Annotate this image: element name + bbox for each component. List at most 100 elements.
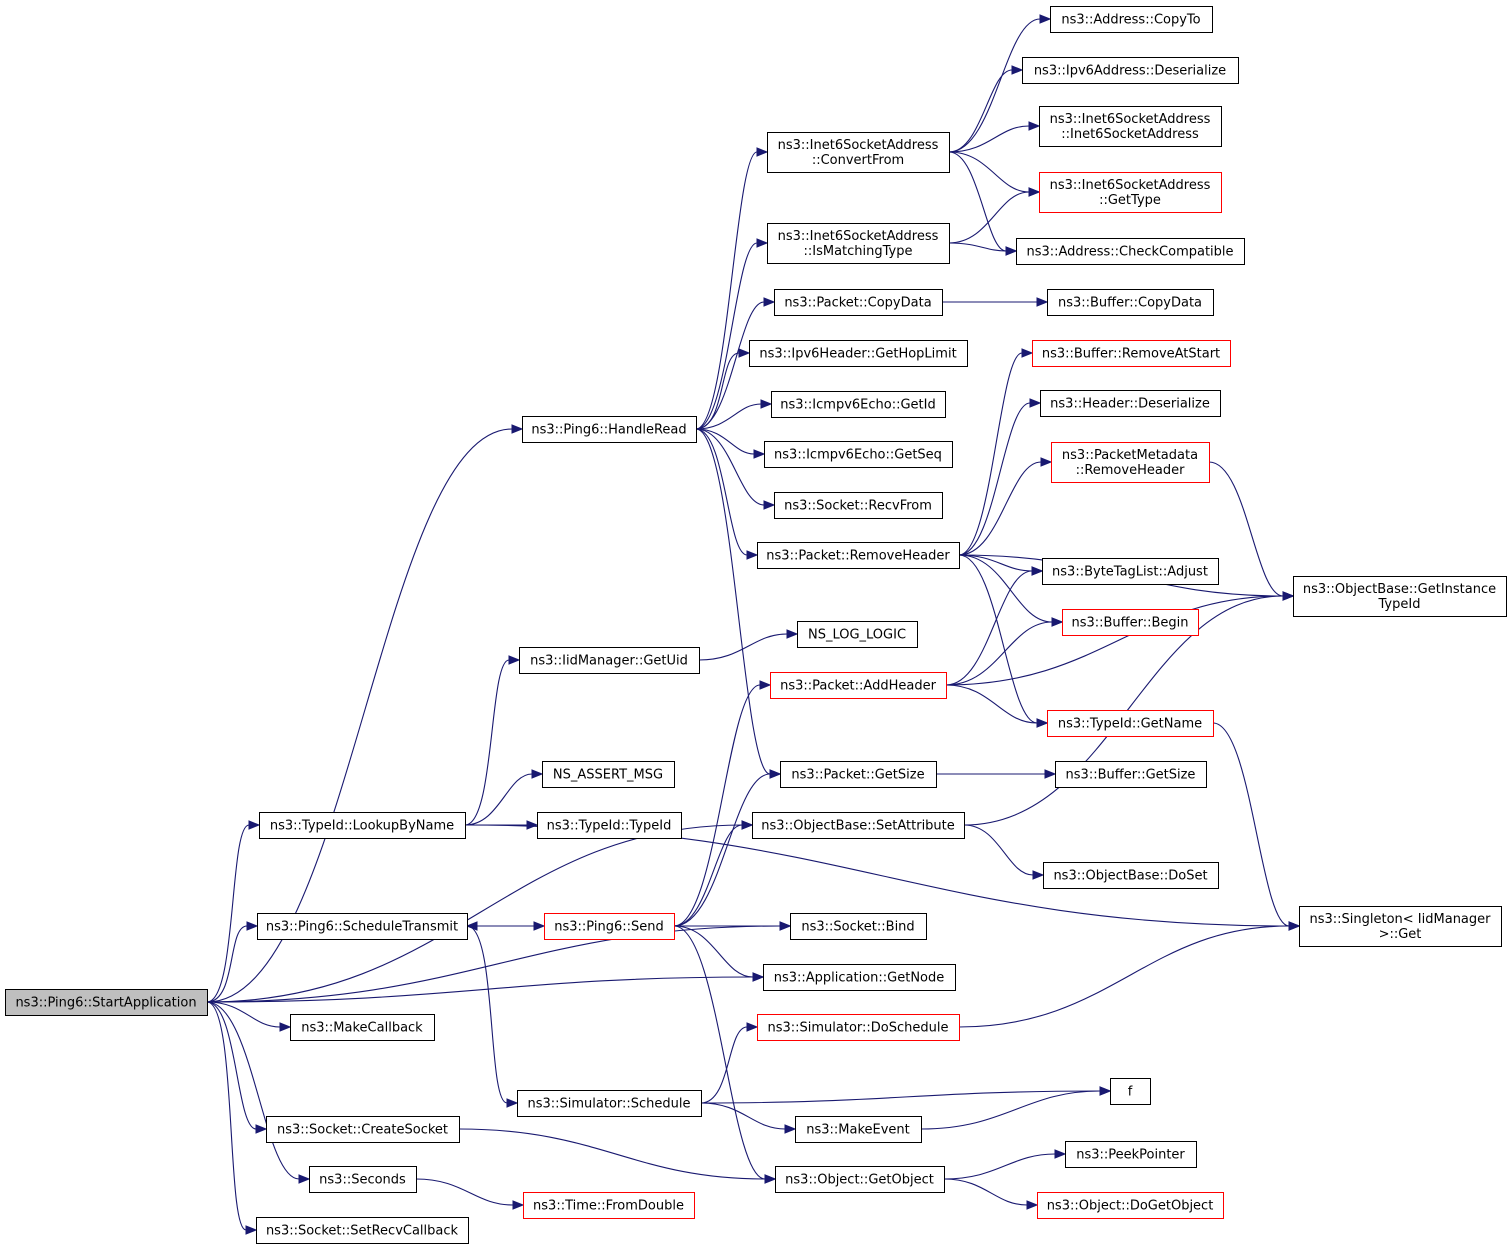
node-box[interactable] <box>797 621 918 648</box>
node-hdr_deser[interactable]: ns3::Header::Deserialize <box>1040 390 1221 417</box>
node-box[interactable] <box>763 964 956 991</box>
node-box[interactable] <box>542 761 675 788</box>
node-setrecvcallback[interactable]: ns3::Socket::SetRecvCallback <box>256 1217 469 1244</box>
node-scheduletransmit[interactable]: ns3::Ping6::ScheduleTransmit <box>257 913 468 940</box>
node-convertfrom[interactable]: ns3::Inet6SocketAddress::ConvertFrom <box>767 132 950 173</box>
node-singleton_get[interactable]: ns3::Singleton< IidManager >::Get <box>1299 906 1502 947</box>
node-box[interactable] <box>1062 609 1199 636</box>
node-box[interactable] <box>749 340 968 367</box>
node-buf_getsize[interactable]: ns3::Buffer::GetSize <box>1055 761 1207 788</box>
node-app_getnode[interactable]: ns3::Application::GetNode <box>763 964 956 991</box>
node-box[interactable] <box>1016 238 1245 265</box>
node-start[interactable]: ns3::Ping6::StartApplication <box>5 989 208 1016</box>
node-box[interactable] <box>1055 761 1207 788</box>
node-box[interactable] <box>780 761 937 788</box>
node-box[interactable] <box>519 647 700 674</box>
node-box[interactable] <box>1050 6 1213 33</box>
node-removeheader[interactable]: ns3::Packet::RemoveHeader <box>757 542 960 569</box>
node-setattribute[interactable]: ns3::ObjectBase::SetAttribute <box>752 812 965 839</box>
node-box[interactable] <box>537 812 682 839</box>
node-box[interactable] <box>1039 172 1222 213</box>
node-sock_bind[interactable]: ns3::Socket::Bind <box>790 913 927 940</box>
node-box[interactable] <box>1042 558 1219 585</box>
node-box[interactable] <box>774 492 943 519</box>
node-box[interactable] <box>1040 390 1221 417</box>
node-box[interactable] <box>1047 710 1214 737</box>
node-nslog[interactable]: NS_LOG_LOGIC <box>797 621 918 648</box>
node-box[interactable] <box>775 1166 945 1193</box>
node-checkcompat[interactable]: ns3::Address::CheckCompatible <box>1016 238 1245 265</box>
node-hoplimit[interactable]: ns3::Ipv6Header::GetHopLimit <box>749 340 968 367</box>
node-recvfrom[interactable]: ns3::Socket::RecvFrom <box>774 492 943 519</box>
node-makecallback[interactable]: ns3::MakeCallback <box>290 1014 435 1041</box>
node-box[interactable] <box>544 913 675 940</box>
node-box[interactable] <box>1037 1192 1224 1219</box>
node-box[interactable] <box>1065 1141 1197 1168</box>
node-btl_adjust[interactable]: ns3::ByteTagList::Adjust <box>1042 558 1219 585</box>
node-inet6_gettype[interactable]: ns3::Inet6SocketAddress::GetType <box>1039 172 1222 213</box>
node-box[interactable] <box>1293 576 1507 617</box>
node-seconds[interactable]: ns3::Seconds <box>309 1166 417 1193</box>
node-box[interactable] <box>523 1192 695 1219</box>
node-getobject[interactable]: ns3::Object::GetObject <box>775 1166 945 1193</box>
node-ipv6_deser[interactable]: ns3::Ipv6Address::Deserialize <box>1022 57 1239 84</box>
node-pkt_getsize[interactable]: ns3::Packet::GetSize <box>780 761 937 788</box>
node-iid_getuid[interactable]: ns3::IidManager::GetUid <box>519 647 700 674</box>
node-pkt_copydata[interactable]: ns3::Packet::CopyData <box>774 289 943 316</box>
node-doset[interactable]: ns3::ObjectBase::DoSet <box>1043 862 1219 889</box>
node-box[interactable] <box>767 132 950 173</box>
node-getseq[interactable]: ns3::Icmpv6Echo::GetSeq <box>764 441 953 468</box>
node-box[interactable] <box>1110 1078 1151 1105</box>
node-box[interactable] <box>309 1166 417 1193</box>
node-box[interactable] <box>5 989 208 1016</box>
node-getid[interactable]: ns3::Icmpv6Echo::GetId <box>771 391 946 418</box>
node-box[interactable] <box>795 1116 922 1143</box>
node-f[interactable]: f <box>1110 1078 1151 1105</box>
node-typeid_ctor[interactable]: ns3::TypeId::TypeId <box>537 812 682 839</box>
node-doschedule[interactable]: ns3::Simulator::DoSchedule <box>757 1014 960 1041</box>
node-box[interactable] <box>790 913 927 940</box>
node-box[interactable] <box>1022 57 1239 84</box>
node-box[interactable] <box>256 1217 469 1244</box>
node-box[interactable] <box>1047 289 1214 316</box>
node-send[interactable]: ns3::Ping6::Send <box>544 913 675 940</box>
node-buf_begin[interactable]: ns3::Buffer::Begin <box>1062 609 1199 636</box>
node-makeevent[interactable]: ns3::MakeEvent <box>795 1116 922 1143</box>
node-box[interactable] <box>771 391 946 418</box>
node-box[interactable] <box>257 913 468 940</box>
node-box[interactable] <box>1039 106 1222 147</box>
node-buf_removeatstart[interactable]: ns3::Buffer::RemoveAtStart <box>1032 340 1231 367</box>
node-handleread[interactable]: ns3::Ping6::HandleRead <box>522 416 697 443</box>
node-box[interactable] <box>1299 906 1502 947</box>
node-schedule[interactable]: ns3::Simulator::Schedule <box>517 1090 702 1117</box>
node-inet6_ctor[interactable]: ns3::Inet6SocketAddress::Inet6SocketAddr… <box>1039 106 1222 147</box>
node-peekpointer[interactable]: ns3::PeekPointer <box>1065 1141 1197 1168</box>
node-box[interactable] <box>757 542 960 569</box>
node-box[interactable] <box>752 812 965 839</box>
node-addr_copyto[interactable]: ns3::Address::CopyTo <box>1050 6 1213 33</box>
node-dogetobject[interactable]: ns3::Object::DoGetObject <box>1037 1192 1224 1219</box>
node-box[interactable] <box>1051 442 1210 483</box>
node-box[interactable] <box>259 812 466 839</box>
node-createsocket[interactable]: ns3::Socket::CreateSocket <box>266 1116 460 1143</box>
node-box[interactable] <box>770 672 947 699</box>
node-box[interactable] <box>522 416 697 443</box>
node-box[interactable] <box>517 1090 702 1117</box>
node-box[interactable] <box>774 289 943 316</box>
node-box[interactable] <box>757 1014 960 1041</box>
node-lookupbyname[interactable]: ns3::TypeId::LookupByName <box>259 812 466 839</box>
node-box[interactable] <box>290 1014 435 1041</box>
node-box[interactable] <box>764 441 953 468</box>
node-box[interactable] <box>767 223 950 264</box>
node-addheader[interactable]: ns3::Packet::AddHeader <box>770 672 947 699</box>
node-nsassert[interactable]: NS_ASSERT_MSG <box>542 761 675 788</box>
node-pm_removeheader[interactable]: ns3::PacketMetadata::RemoveHeader <box>1051 442 1210 483</box>
node-ismatching[interactable]: ns3::Inet6SocketAddress::IsMatchingType <box>767 223 950 264</box>
node-box[interactable] <box>266 1116 460 1143</box>
node-typeid_getname[interactable]: ns3::TypeId::GetName <box>1047 710 1214 737</box>
node-fromdouble[interactable]: ns3::Time::FromDouble <box>523 1192 695 1219</box>
node-box[interactable] <box>1032 340 1231 367</box>
node-buf_copydata[interactable]: ns3::Buffer::CopyData <box>1047 289 1214 316</box>
node-box[interactable] <box>1043 862 1219 889</box>
